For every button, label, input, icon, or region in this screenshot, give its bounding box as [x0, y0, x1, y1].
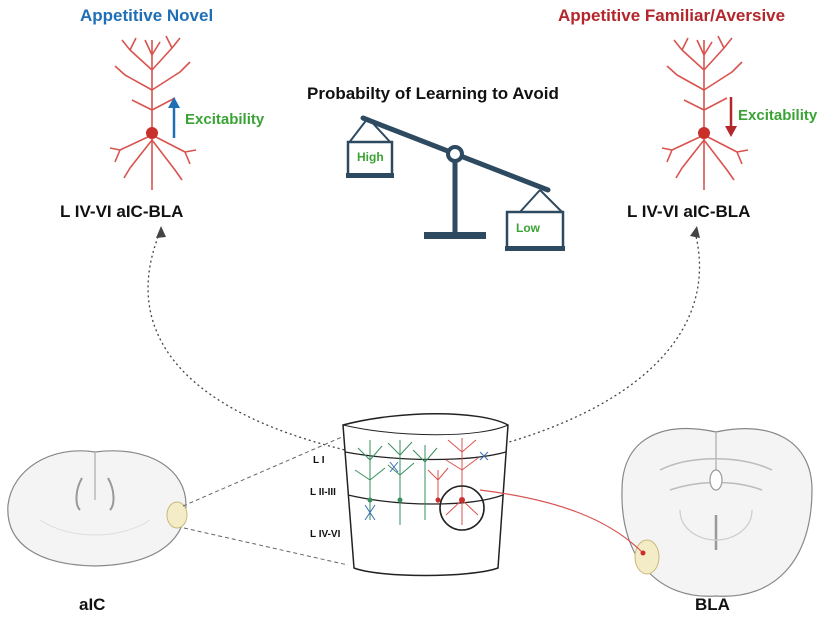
dashed-connector-bottom: [183, 527, 349, 566]
neuron-left-icon: [109, 35, 197, 190]
dotted-arc-right: [479, 231, 701, 451]
brain-section-right-icon: [621, 428, 813, 597]
dashed-connector-top: [182, 436, 343, 507]
arrow-down-icon: [725, 126, 737, 137]
projection-line: [479, 489, 644, 554]
excitability-right-label: Excitability: [738, 107, 818, 124]
layer-2-3-label: L II-III: [310, 487, 336, 498]
arrow-up-icon: [168, 97, 180, 108]
circuit-left-label: L IV-VI aIC-BLA: [60, 202, 184, 221]
cortex-block-icon: [342, 413, 509, 577]
brain-section-left-icon: [7, 450, 187, 567]
neuron-left-soma: [146, 127, 158, 139]
neuron-right-icon: [661, 35, 749, 190]
bla-label: BLA: [695, 595, 730, 614]
dotted-arc-left: [147, 231, 346, 451]
arrowhead-left: [156, 226, 166, 238]
arrowhead-right: [690, 226, 700, 238]
aic-region: [166, 501, 188, 529]
title-probability: Probabilty of Learning to Avoid: [307, 84, 559, 103]
scale-low-label: Low: [516, 221, 540, 235]
title-appetitive-novel: Appetitive Novel: [80, 6, 214, 25]
layer-4-6-label: L IV-VI: [310, 529, 341, 540]
aic-label: aIC: [79, 595, 106, 614]
bla-region: [634, 539, 660, 575]
neuron-right-soma: [698, 127, 710, 139]
balance-scale-icon: [346, 115, 565, 251]
title-appetitive-familiar-aversive: Appetitive Familiar/Aversive: [558, 6, 786, 25]
circuit-right-label: L IV-VI aIC-BLA: [627, 202, 751, 221]
scale-high-label: High: [357, 150, 384, 164]
excitability-left-label: Excitability: [185, 111, 265, 128]
projection-end-dot: [640, 550, 646, 556]
layer-1-label: L I: [313, 455, 325, 466]
